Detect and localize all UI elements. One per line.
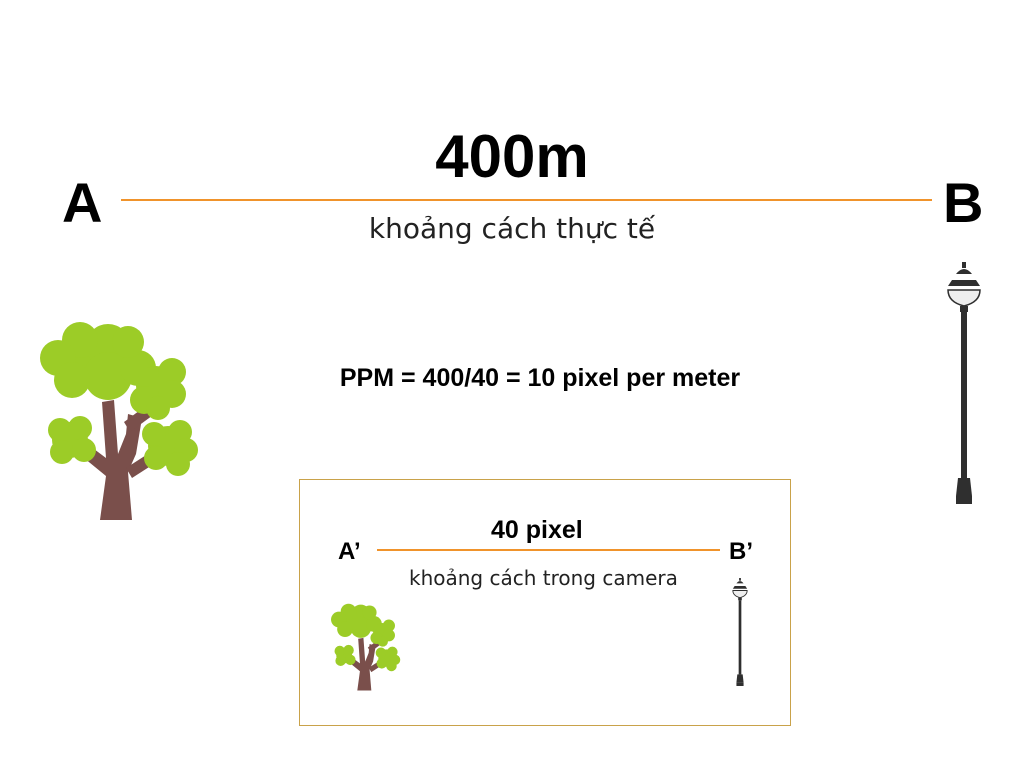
point-b-label: B xyxy=(943,171,984,234)
tree-icon xyxy=(40,322,198,520)
camera-point-b-label: B’ xyxy=(729,538,753,565)
street-lamp-icon xyxy=(947,262,981,504)
camera-distance-label: 40 pixel xyxy=(491,516,583,544)
point-a-label: A xyxy=(62,171,103,234)
tree-icon xyxy=(331,603,401,691)
ppm-formula: PPM = 400/40 = 10 pixel per meter xyxy=(339,364,741,392)
camera-frame xyxy=(299,479,791,726)
street-lamp-icon xyxy=(732,578,748,686)
camera-point-a-label: A’ xyxy=(338,538,361,565)
tree-foliage xyxy=(40,322,198,476)
real-distance-label: 400m xyxy=(435,123,589,190)
camera-distance-line xyxy=(377,549,720,551)
real-distance-line xyxy=(121,199,932,201)
camera-distance-caption: khoảng cách trong camera xyxy=(409,566,678,590)
real-distance-caption: khoảng cách thực tế xyxy=(368,212,656,245)
